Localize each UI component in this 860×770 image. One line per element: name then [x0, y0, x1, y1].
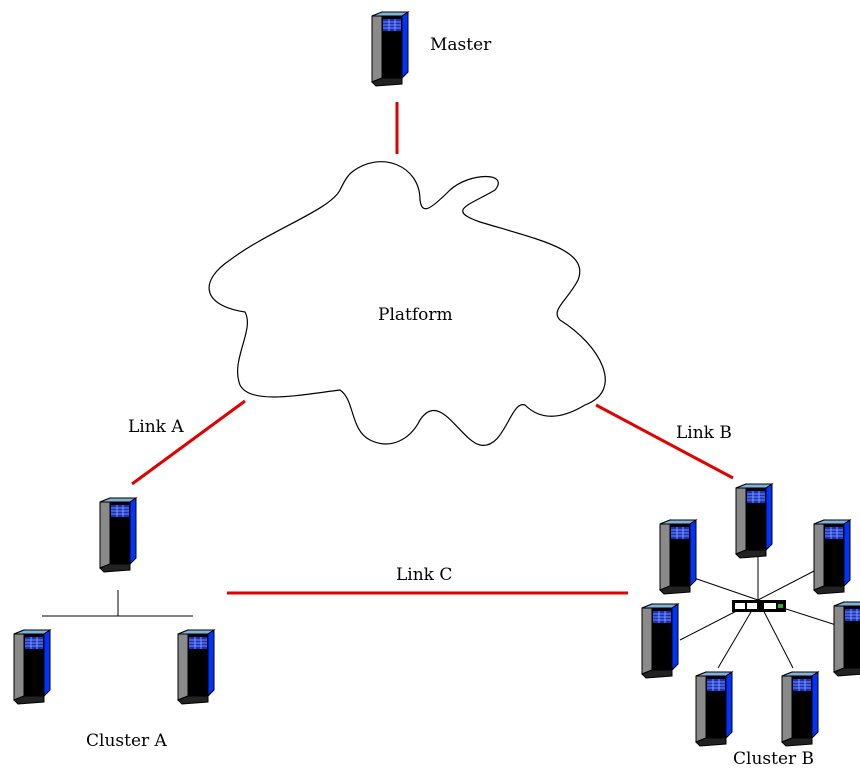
cluster-b-node-server-icon [781, 671, 819, 747]
master-server-icon [371, 11, 409, 87]
platform-cloud-icon [208, 161, 606, 446]
cluster-a-node-server-icon [177, 629, 215, 705]
cluster-b-node-server-icon [659, 519, 697, 595]
cluster-b-label: Cluster B [733, 749, 814, 769]
cluster-a-head-server-icon [99, 497, 137, 573]
cluster-b-switch-icon [732, 600, 786, 612]
link-a-line [131, 399, 246, 486]
cluster-b-node-server-icon [641, 603, 679, 679]
cluster-b-head-server-icon [735, 483, 773, 559]
link-a-label: Link A [128, 417, 184, 437]
cluster-a-node-server-icon [13, 629, 51, 705]
master-label: Master [430, 35, 492, 55]
cluster-a-label: Cluster A [86, 731, 168, 751]
cluster-b-node-server-icon [833, 601, 860, 677]
link-b-line [595, 403, 734, 480]
cluster-b-node-server-icon [813, 519, 851, 595]
link-c-label: Link C [396, 565, 452, 585]
cluster-b-node-server-icon [695, 671, 733, 747]
link-b-label: Link B [676, 423, 732, 443]
platform-label: Platform [378, 305, 453, 325]
